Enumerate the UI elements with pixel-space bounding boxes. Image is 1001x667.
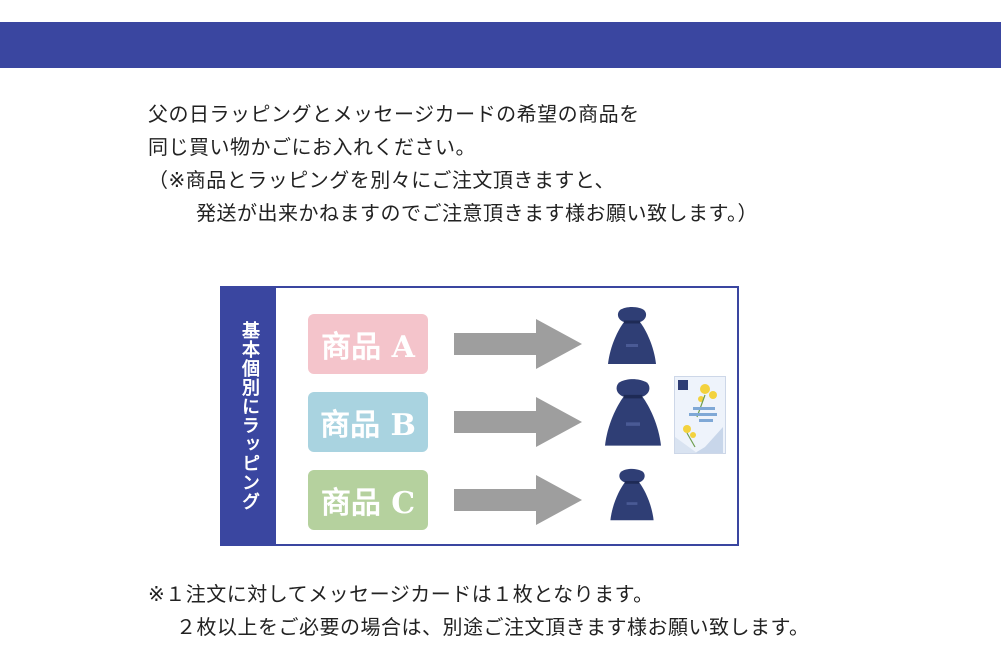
gift-bag-icon	[608, 307, 656, 364]
intro-line-3: （※商品とラッピングを別々にご注文頂きますと、	[148, 168, 616, 192]
side-label: 基本個別にラッピング	[222, 288, 276, 544]
product-label-b: 商品 B	[320, 408, 416, 443]
wrapping-diagram: 基本個別にラッピング 商品 A 商品 B 商品 C	[220, 286, 739, 546]
product-box-a: 商品 A	[308, 314, 428, 374]
message-card-icon	[675, 380, 723, 453]
intro-line-2: 同じ買い物かごにお入れください。	[148, 135, 476, 159]
product-label-c: 商品 C	[320, 486, 416, 521]
side-label-text: 基本個別にラッピング	[239, 321, 260, 511]
intro-line-1: 父の日ラッピングとメッセージカードの希望の商品を	[148, 102, 640, 126]
product-box-b: 商品 B	[308, 392, 428, 452]
product-box-c: 商品 C	[308, 470, 428, 530]
note-line-1: ※１注文に対してメッセージカードは１枚となります。	[148, 582, 654, 606]
arrow-right-icon	[454, 319, 582, 369]
header-bar	[0, 22, 1001, 68]
arrow-right-icon	[454, 397, 582, 447]
note-text: ※１注文に対してメッセージカードは１枚となります。 ２枚以上をご必要の場合は、別…	[148, 578, 978, 644]
product-label-a: 商品 A	[321, 330, 415, 365]
message-card-image	[674, 376, 726, 454]
gift-bag-icon	[605, 379, 661, 446]
intro-line-4: 発送が出来かねますのでご注意頂きます様お願い致します。）	[196, 201, 758, 225]
arrow-right-icon	[454, 475, 582, 525]
note-line-2: ２枚以上をご必要の場合は、別途ご注文頂きます様お願い致します。	[176, 615, 810, 639]
gift-bag-icon	[610, 468, 654, 521]
intro-text: 父の日ラッピングとメッセージカードの希望の商品を 同じ買い物かごにお入れください…	[148, 98, 968, 230]
